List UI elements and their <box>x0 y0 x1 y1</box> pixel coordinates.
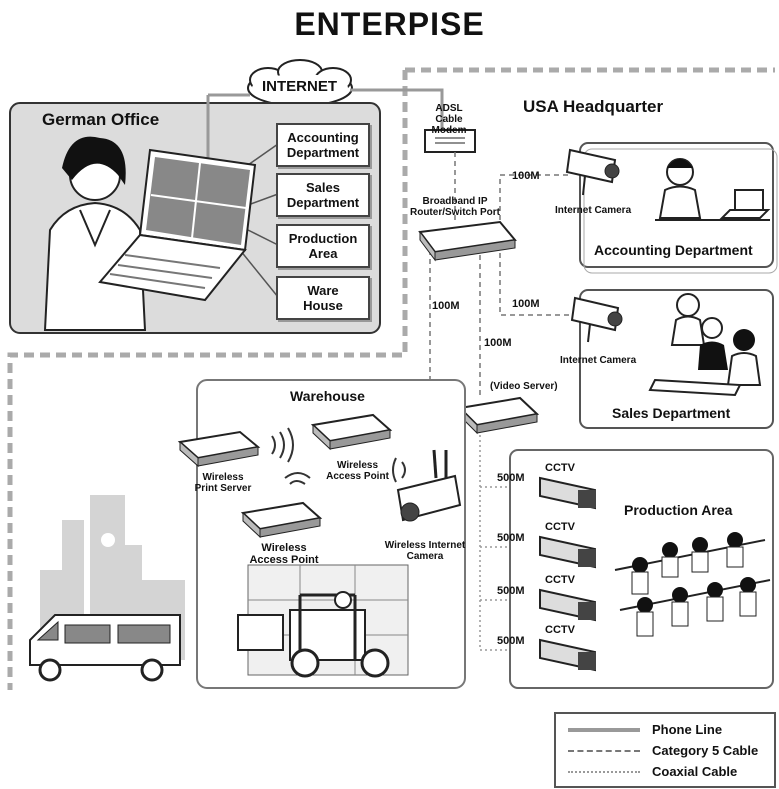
internet-camera-icon <box>565 148 620 196</box>
legend-label: Coaxial Cable <box>652 764 738 779</box>
router-label: Broadband IP Router/Switch Port <box>409 196 500 218</box>
legend-coaxial: Coaxial Cable <box>568 764 737 779</box>
access-point-label: Wireless Access Point <box>249 542 319 566</box>
enterprise-boundary <box>7 67 775 690</box>
speed-label: 100M <box>432 300 460 312</box>
speed-label: 500M <box>497 585 525 597</box>
production-workers-figure <box>614 532 771 637</box>
phone-line-swatch <box>568 727 640 732</box>
cctv-label: CCTV <box>545 624 575 636</box>
speed-label: 500M <box>497 635 525 647</box>
print-server-label: Wireless Print Server <box>194 472 252 494</box>
german-dept-warehouse: Ware House <box>276 276 370 320</box>
wireless-camera-label: Wireless Internet Camera <box>384 540 466 562</box>
cctv-icon <box>539 588 596 622</box>
forklift-icon <box>237 564 409 678</box>
cctv-label: CCTV <box>545 574 575 586</box>
legend-label: Category 5 Cable <box>652 743 759 758</box>
cctv-label: CCTV <box>545 521 575 533</box>
adsl-modem-icon <box>424 129 476 153</box>
van-icon <box>29 614 181 682</box>
cctv-icon <box>539 476 596 510</box>
production-area-title: Production Area <box>624 502 733 518</box>
coaxial-swatch <box>568 770 640 773</box>
speed-label: 500M <box>497 472 525 484</box>
legend-category5: Category 5 Cable <box>568 743 758 758</box>
german-dept-accounting: Accounting Department <box>276 123 370 167</box>
cctv-icon <box>539 638 596 672</box>
sales-department-title: Sales Department <box>612 405 731 421</box>
video-server-label: (Video Server) <box>490 381 558 392</box>
speed-label: 100M <box>484 337 512 349</box>
wireless-access-point-icon <box>310 413 393 451</box>
internet-camera-icon <box>570 296 623 343</box>
accounting-department-title: Accounting Department <box>594 242 753 258</box>
speed-label: 100M <box>512 170 540 182</box>
warehouse-title: Warehouse <box>290 388 365 404</box>
wireless-access-point-icon <box>240 501 323 539</box>
router-icon <box>418 220 517 262</box>
wifi-signal-icon <box>271 427 406 485</box>
wireless-print-server-icon <box>177 430 261 468</box>
phone-line-adsl <box>350 88 444 130</box>
internet-cloud-icon <box>247 59 353 107</box>
legend-label: Phone Line <box>652 722 723 737</box>
office-worker-figure <box>43 136 147 331</box>
legend-phone-line: Phone Line <box>568 722 722 737</box>
usa-hq-title: USA Headquarter <box>523 97 664 116</box>
german-office-title: German Office <box>42 110 160 129</box>
internet-camera-label: Internet Camera <box>560 355 637 366</box>
speed-label: 100M <box>512 298 540 310</box>
german-dept-sales: Sales Department <box>276 173 370 217</box>
video-server-icon <box>457 396 540 435</box>
access-point-label: Wireless Access Point <box>326 460 389 482</box>
sales-team-figure <box>648 293 762 397</box>
cctv-label: CCTV <box>545 462 575 474</box>
german-dept-production: Production Area <box>276 224 370 268</box>
wireless-internet-camera-icon <box>396 449 462 522</box>
category5-cables <box>375 152 570 421</box>
laptop-icon <box>98 148 257 302</box>
page-title: ENTERPISE <box>294 6 485 42</box>
internet-label: INTERNET <box>262 78 337 95</box>
speed-label: 500M <box>497 532 525 544</box>
cctv-icon <box>539 535 596 569</box>
internet-camera-label: Internet Camera <box>555 205 632 216</box>
accounting-worker-figure <box>655 158 771 221</box>
adsl-modem-label: ADSL Cable Modem <box>431 103 467 136</box>
cat5-swatch <box>568 749 640 752</box>
